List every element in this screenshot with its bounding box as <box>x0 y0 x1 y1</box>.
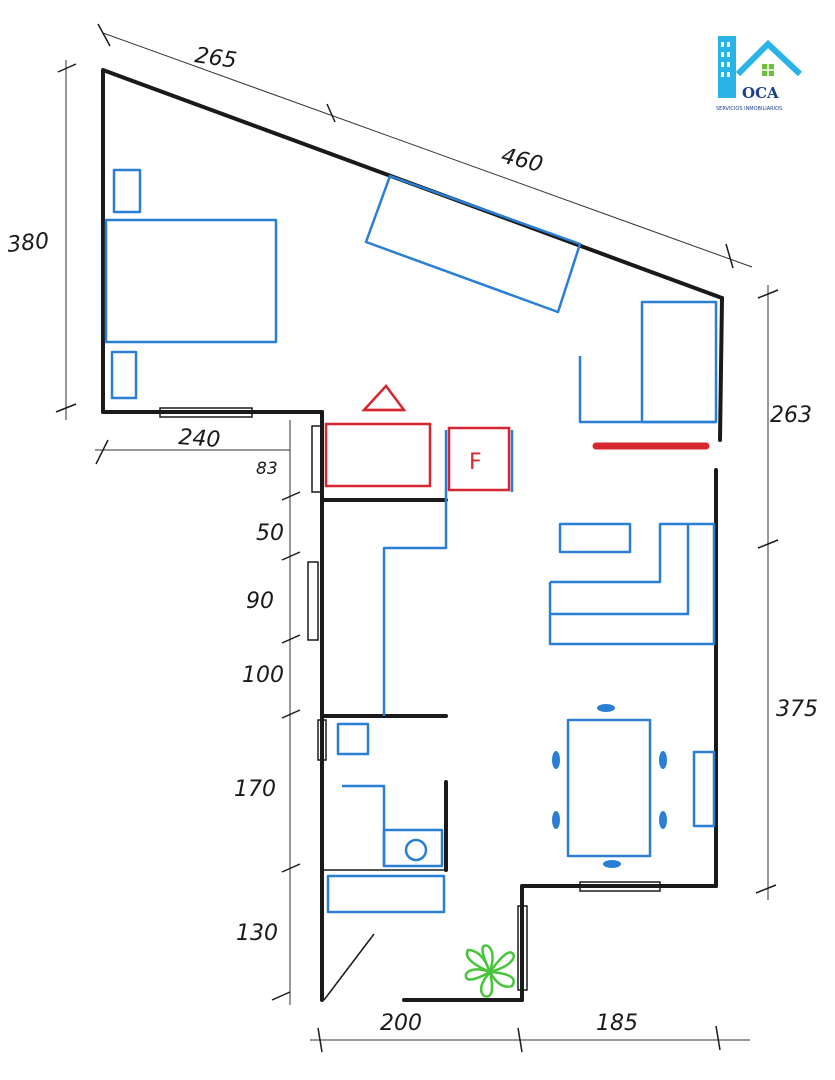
dim-460: 460 <box>499 144 546 178</box>
dim-185: 185 <box>596 1011 638 1036</box>
dim-380: 380 <box>6 229 50 258</box>
window-living-bottom <box>579 881 661 892</box>
dim-375: 375 <box>776 697 818 722</box>
fridge-label: F <box>469 450 482 475</box>
window-small-left <box>311 425 323 493</box>
kitchen-counter <box>324 422 432 488</box>
fridge <box>447 426 511 492</box>
chair-top <box>597 704 615 712</box>
furniture <box>104 168 718 914</box>
dim-130: 130 <box>236 921 278 946</box>
bath-vanity <box>326 874 446 914</box>
logo-name: OCA <box>742 84 779 102</box>
company-logo: OCA SERVICIOS INMOBILIARIOS <box>716 36 803 112</box>
partition <box>578 356 716 424</box>
dim-265: 265 <box>193 43 238 74</box>
corridor-wall <box>382 430 448 716</box>
bath-cabinet <box>336 722 370 756</box>
dim-100: 100 <box>242 663 284 688</box>
sideboard <box>692 750 716 828</box>
window-bottom-left <box>517 905 528 991</box>
toilet <box>404 838 428 862</box>
storage-unit <box>640 300 718 424</box>
lamp-icon <box>361 384 407 412</box>
windows <box>159 407 661 991</box>
bed-nightstand-bottom <box>110 350 138 400</box>
dim-240: 240 <box>178 425 222 453</box>
sofa <box>548 522 716 646</box>
kitchen: F <box>324 384 710 492</box>
wardrobe <box>364 174 582 314</box>
bed-nightstand-top <box>112 168 142 214</box>
window-bath-left <box>317 719 327 761</box>
dim-83: 83 <box>256 459 278 479</box>
chair-bottom <box>603 860 621 868</box>
toilet-area <box>382 828 444 868</box>
logo-subtitle: SERVICIOS INMOBILIARIOS <box>716 106 782 112</box>
dim-50: 50 <box>256 521 284 546</box>
dim-200: 200 <box>380 1011 422 1036</box>
dim-170: 170 <box>234 777 276 802</box>
bed <box>104 218 278 344</box>
dim-263: 263 <box>770 403 812 428</box>
dimension-labels: 265 460 380 240 83 263 50 90 100 170 130… <box>6 43 818 1036</box>
dimension-lines <box>55 23 779 1053</box>
window-entry-left <box>307 561 319 641</box>
shower <box>342 784 386 866</box>
dining-table <box>566 718 652 858</box>
coffee-table <box>558 522 632 554</box>
dim-90: 90 <box>246 589 274 614</box>
plant-icon <box>464 944 516 998</box>
window-bedroom <box>159 407 253 418</box>
